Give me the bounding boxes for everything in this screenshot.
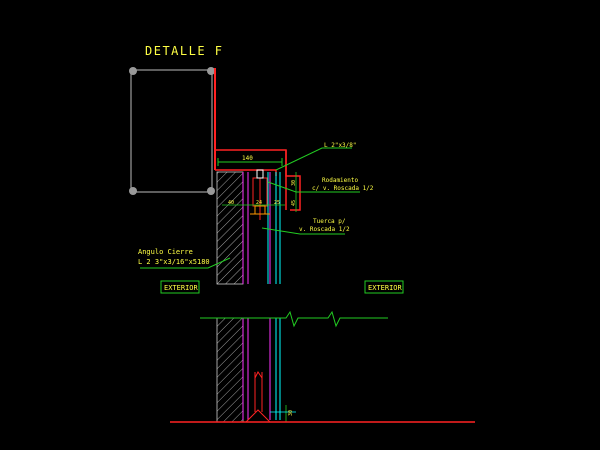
wall-section-top xyxy=(216,171,244,285)
label-nut-2: v. Roscada 1/2 xyxy=(299,226,350,233)
bottom-roller xyxy=(245,371,271,423)
dim-small-a: 40 xyxy=(228,200,234,206)
dim-bottom-label: 30 xyxy=(288,410,294,416)
bearing-bolt-assembly xyxy=(250,169,270,220)
label-bearing-1: Rodamiento xyxy=(322,177,359,184)
label-bearing-2: c/ v. Roscada 1/2 xyxy=(312,185,374,192)
panel-corner-tl xyxy=(129,67,137,75)
exterior-left-box xyxy=(160,280,200,294)
dim-vert-a: 30 xyxy=(291,180,297,186)
label-closure-2: L 2 3"x3/16"x5180 xyxy=(138,258,210,266)
wall-section-bottom xyxy=(216,317,244,423)
leader-angle-top xyxy=(275,147,352,171)
exterior-left-label: EXTERIOR xyxy=(164,284,199,292)
dim-small-c: 25 xyxy=(274,200,280,206)
exterior-right-box xyxy=(364,280,404,294)
dim-small-b: 24 xyxy=(256,200,262,206)
leader-nut xyxy=(261,227,345,235)
dim-top-label: 140 xyxy=(242,155,253,162)
dimension-top xyxy=(217,158,283,166)
cyan-rail xyxy=(267,172,281,420)
dimension-bottom xyxy=(270,405,296,422)
label-angle-top: L 2"x3/8" xyxy=(324,142,357,149)
leader-bearing xyxy=(267,181,360,193)
glass-panel xyxy=(129,67,215,195)
label-closure-1: Angulo Cierre xyxy=(138,248,193,256)
label-nut-1: Tuerca p/ xyxy=(313,218,346,225)
panel-corner-bl xyxy=(129,187,137,195)
dim-vert-b: 45 xyxy=(291,200,297,206)
panel-corner-tr xyxy=(207,67,215,75)
drawing-title: DETALLE F xyxy=(145,44,224,58)
leader-closure xyxy=(140,257,231,269)
magenta-profile xyxy=(242,172,271,420)
break-line xyxy=(200,310,388,328)
panel-corner-br xyxy=(207,187,215,195)
exterior-right-label: EXTERIOR xyxy=(368,284,403,292)
